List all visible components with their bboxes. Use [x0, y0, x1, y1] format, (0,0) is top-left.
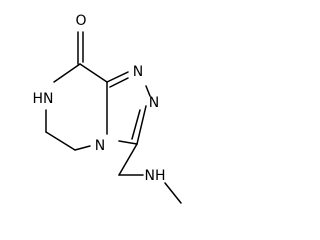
bond-c3-n4 — [118, 140, 138, 145]
bond-c8-nh — [53, 63, 81, 83]
atom-label-o: O — [75, 13, 86, 29]
atom-label-n4: N — [95, 138, 105, 154]
chemical-structure: O HN N N N NH — [33, 13, 182, 204]
bond-c6-c5 — [45, 131, 76, 151]
bond-n1-n2 — [145, 85, 151, 97]
atom-label-nh-methylamino: NH — [145, 168, 166, 184]
bond-c3-ch2 — [118, 143, 138, 176]
bond-n2-c3-double-b — [131, 109, 141, 140]
bond-nh-ch3 — [164, 182, 182, 204]
bond-c5-n4 — [74, 145, 91, 151]
atom-label-n2: N — [149, 95, 159, 111]
atom-label-hn: HN — [33, 91, 54, 107]
bond-c8a-n1-double-a — [106, 71, 129, 83]
bond-c8a-n1-double-b — [109, 77, 129, 88]
bond-n2-c3-double-a — [136, 105, 147, 145]
bond-c8a-c8 — [79, 63, 108, 83]
atom-label-n1: N — [133, 64, 143, 80]
